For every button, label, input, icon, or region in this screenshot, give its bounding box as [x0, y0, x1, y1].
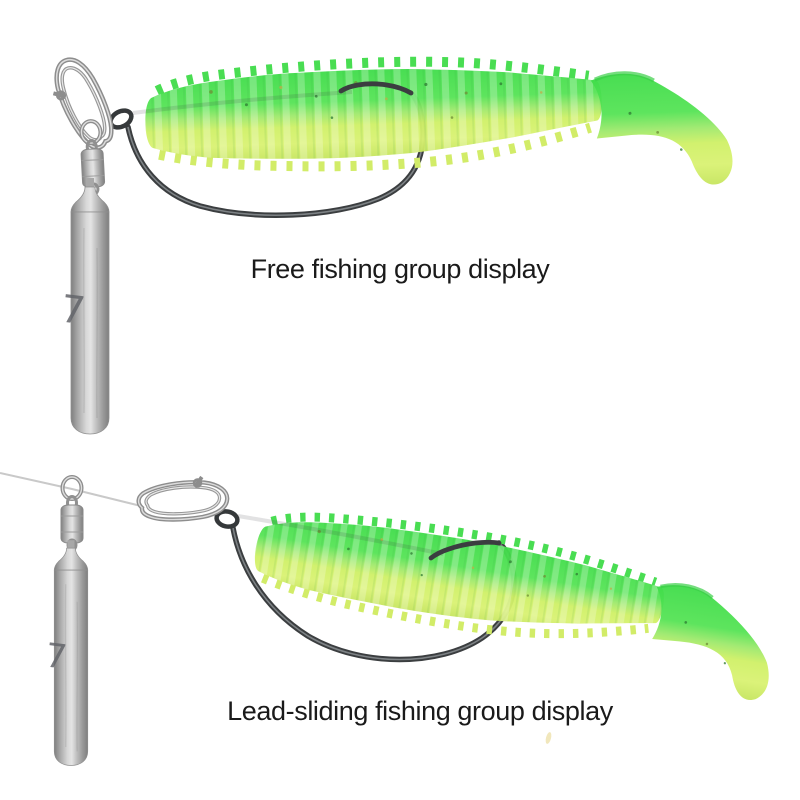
hook-shank-faint [132, 90, 353, 115]
soft-lure [143, 50, 733, 204]
snap-clip [43, 53, 120, 156]
caption-sliding-rig: Lead-sliding fishing group display [227, 696, 613, 726]
fishing-line [0, 472, 142, 507]
caption-free-rig: Free fishing group display [250, 254, 550, 284]
hook-point [428, 539, 502, 561]
hook-point [338, 81, 414, 96]
drop-weight [57, 177, 110, 435]
drop-weight [42, 539, 89, 767]
snap-clip [137, 475, 228, 522]
free-rig-figure [43, 50, 733, 435]
hook-shank-faint [237, 514, 444, 556]
hook-eye [214, 509, 240, 529]
sliding-swivel [59, 475, 85, 552]
sliding-rig-figure [0, 472, 784, 767]
